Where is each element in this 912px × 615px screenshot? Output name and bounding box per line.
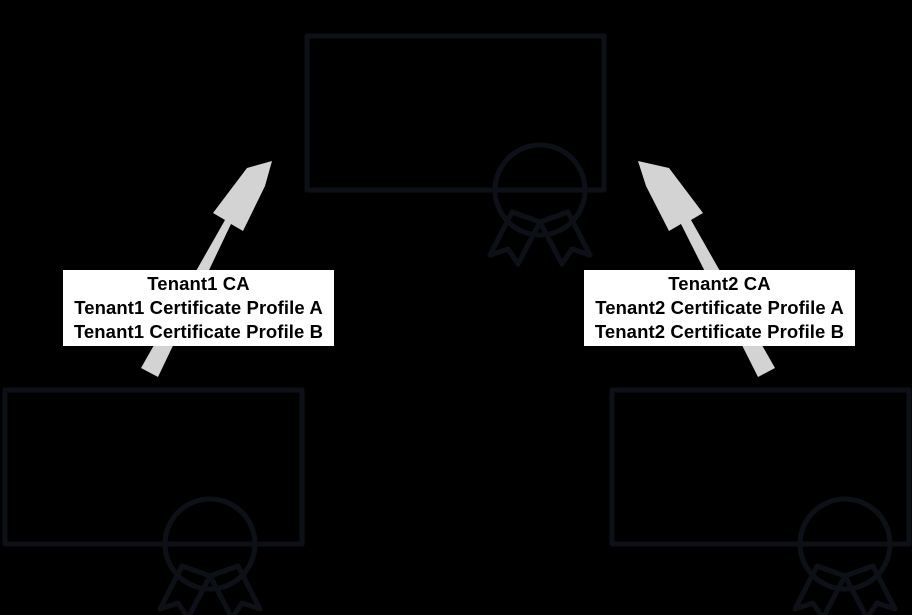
certificate-seal [492, 142, 588, 238]
certificate-document-outline [304, 33, 607, 193]
certificate-ribbon-right [842, 563, 898, 615]
callout-tenant1-line-1: Tenant1 CA [147, 273, 250, 294]
certificate-icon-tenant1 [2, 387, 305, 615]
callout-tenant2: Tenant2 CA Tenant2 Certificate Profile A… [584, 270, 855, 346]
certificate-ribbon-left [157, 563, 213, 615]
certificate-ribbon-left [487, 209, 543, 267]
callout-tenant2-line-2: Tenant2 Certificate Profile A [595, 297, 844, 318]
callout-tenant2-line-3: Tenant2 Certificate Profile B [594, 321, 845, 342]
certificate-icon-tenant2 [609, 387, 912, 615]
callout-tenant2-line-1: Tenant2 CA [668, 273, 771, 294]
callout-tenant1-line-2: Tenant1 Certificate Profile A [74, 297, 323, 318]
certificate-ribbon-right [207, 563, 263, 615]
callout-tenant1: Tenant1 CA Tenant1 Certificate Profile A… [63, 270, 334, 346]
certificate-seal [162, 496, 258, 592]
callout-tenant1-line-3: Tenant1 Certificate Profile B [73, 321, 324, 342]
certificate-seal [797, 496, 893, 592]
certificate-ribbon-left [792, 563, 848, 615]
certificate-icon-root [304, 33, 607, 267]
certificate-ribbon-right [537, 209, 593, 267]
certificate-document-outline [2, 387, 305, 547]
certificate-document-outline [609, 387, 912, 547]
